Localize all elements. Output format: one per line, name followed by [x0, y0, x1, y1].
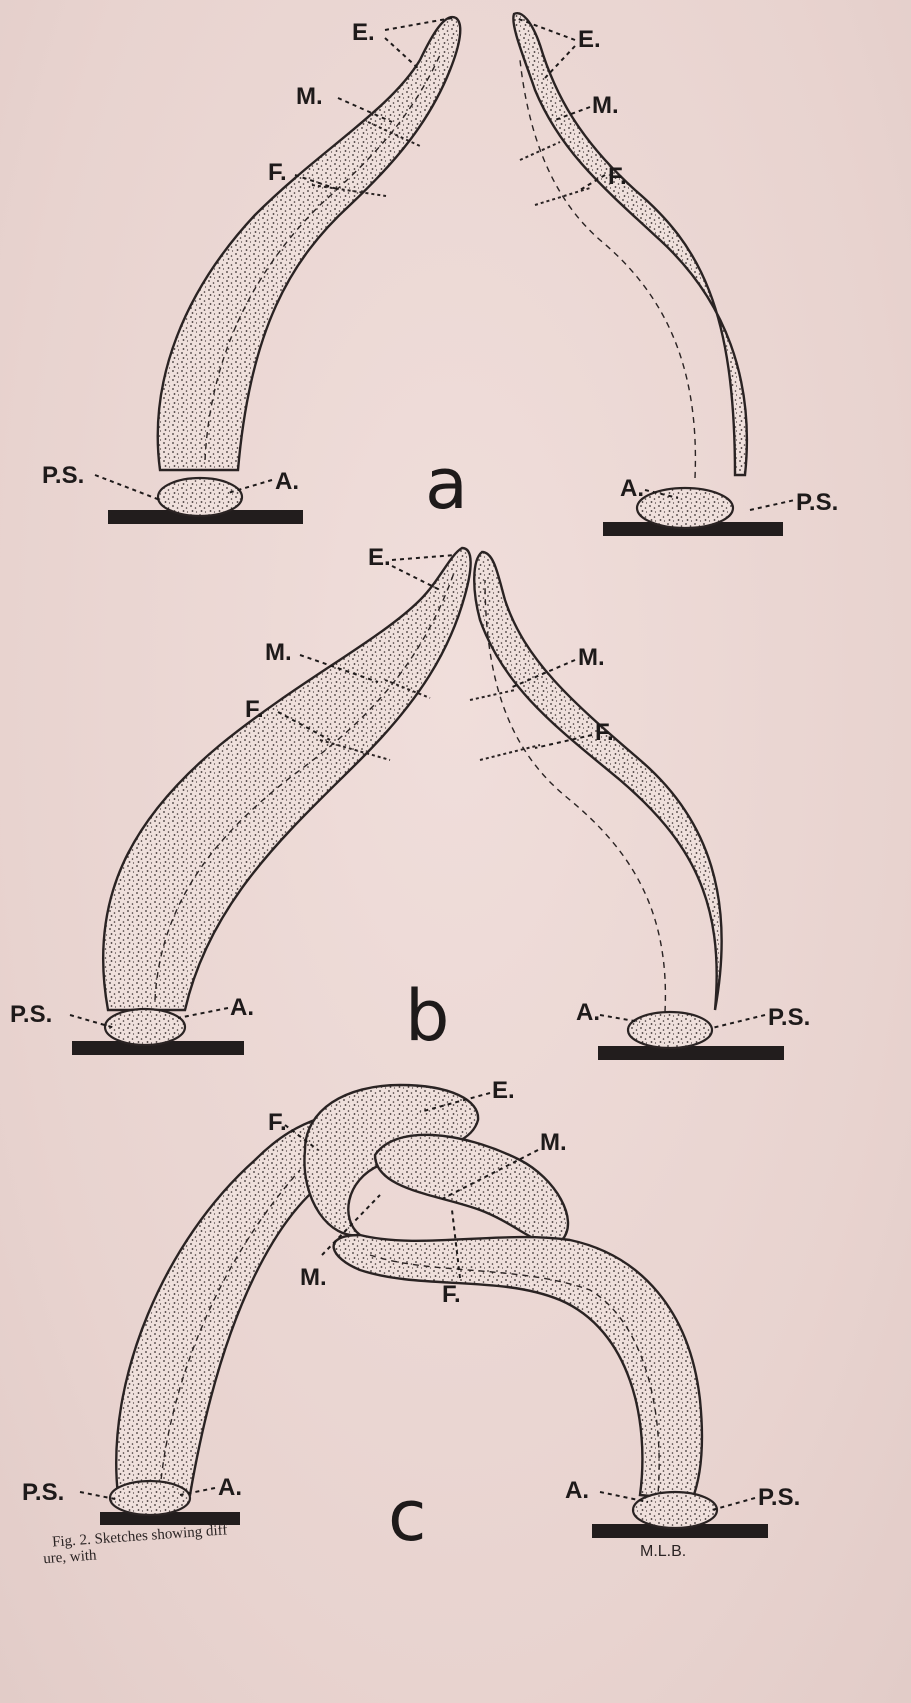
- panel-label-a: a: [425, 443, 468, 525]
- leader-a-left-ps: [95, 475, 160, 500]
- sucker-c-right: [633, 1492, 717, 1528]
- label-c-mid-m: M.: [300, 1264, 327, 1291]
- label-a-left-e: E.: [352, 19, 375, 46]
- label-a-right-e: E.: [578, 26, 601, 53]
- sucker-b-right: [628, 1012, 712, 1048]
- label-b-left-m: M.: [265, 639, 292, 666]
- panel-label-b: b: [405, 975, 449, 1057]
- panel-b: E. M. F. P.S. A. M. F. A. P.S. b: [10, 544, 810, 1060]
- sucker-a-right: [637, 488, 733, 528]
- worm-b-right: [474, 552, 721, 1010]
- label-a-right-a: A.: [620, 475, 644, 502]
- band-b-right-m: [470, 690, 515, 700]
- worm-b-left: [103, 548, 471, 1010]
- label-b-right-f: F.: [595, 719, 614, 746]
- worm-c-right: [334, 1235, 702, 1500]
- worm-c-left: [116, 1118, 335, 1495]
- label-a-right-m: M.: [592, 92, 619, 119]
- label-b-left-e: E.: [368, 544, 391, 571]
- label-b-right-m: M.: [578, 644, 605, 671]
- label-c-mid-f: F.: [442, 1281, 461, 1308]
- label-c-right-ps: P.S.: [758, 1484, 800, 1511]
- leader-b-right-a: [600, 1015, 640, 1022]
- label-a-left-f: F.: [268, 159, 287, 186]
- substrate-b-right: [598, 1046, 784, 1060]
- band-b-right-f: [480, 745, 540, 760]
- leader-a-right-ps: [750, 500, 795, 510]
- panel-c: E. F. M. M. F. P.S. A. A. P.S. c: [22, 1077, 800, 1557]
- leader-c-right-ps: [712, 1498, 755, 1510]
- label-c-top-m: M.: [540, 1129, 567, 1156]
- label-c-left-ps: P.S.: [22, 1479, 64, 1506]
- leader-b-right-ps: [712, 1015, 765, 1028]
- label-b-right-ps: P.S.: [768, 1004, 810, 1031]
- label-b-left-a: A.: [230, 994, 254, 1021]
- label-a-left-m: M.: [296, 83, 323, 110]
- label-a-right-ps: P.S.: [796, 489, 838, 516]
- label-b-left-f: F.: [245, 696, 264, 723]
- sucker-b-left: [105, 1009, 185, 1045]
- caption-block: Fig. 2. Sketches showing diff ure, with: [42, 1522, 229, 1567]
- label-c-top-f: F.: [268, 1109, 287, 1136]
- label-c-left-a: A.: [218, 1474, 242, 1501]
- worm-a-right: [513, 13, 747, 475]
- label-a-right-f: F.: [608, 163, 627, 190]
- caption-line-2: ure, with: [43, 1547, 98, 1567]
- panel-a: E. M. F. P.S. A. E. M. F. A. P.S. a: [42, 13, 838, 536]
- signature: M.L.B.: [640, 1543, 686, 1560]
- sucker-c-left: [110, 1481, 190, 1515]
- label-a-left-ps: P.S.: [42, 462, 84, 489]
- label-c-right-a: A.: [565, 1477, 589, 1504]
- sucker-a-left: [158, 478, 242, 516]
- label-b-left-ps: P.S.: [10, 1001, 52, 1028]
- panel-label-c: c: [388, 1475, 427, 1557]
- label-b-right-a: A.: [576, 999, 600, 1026]
- worm-a-right-edge: [520, 60, 695, 478]
- caption-line-1: Fig. 2. Sketches showing diff: [52, 1522, 228, 1550]
- label-a-left-a: A.: [275, 468, 299, 495]
- label-c-top-e: E.: [492, 1077, 515, 1104]
